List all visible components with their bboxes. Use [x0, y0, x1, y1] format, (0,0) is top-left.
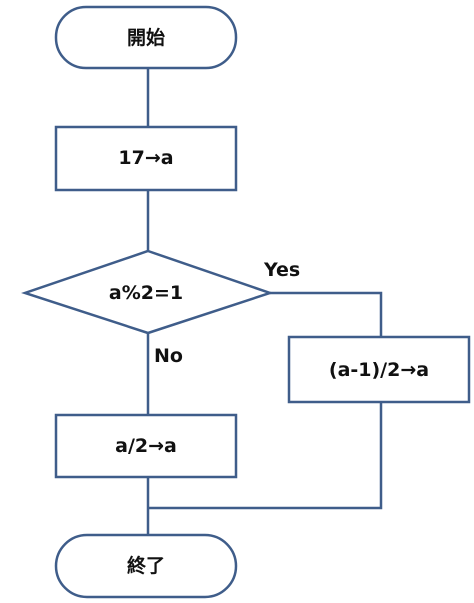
end-terminator-shape — [54, 533, 238, 599]
decision-node: a%2=1 — [21, 249, 274, 335]
assign-label: 17→a — [118, 147, 173, 169]
connectors — [146, 68, 383, 535]
edge-decision-yes-to-odd-step — [270, 291, 383, 337]
odd-step-node: (a-1)/2→a — [287, 335, 471, 404]
even-step-node: a/2→a — [54, 413, 238, 479]
start-label: 開始 — [127, 26, 165, 49]
yes-branch-label: Yes — [263, 259, 300, 281]
edge-odd-step-merge — [148, 402, 383, 510]
decision-label: a%2=1 — [109, 282, 183, 304]
odd-step-label: (a-1)/2→a — [329, 359, 429, 381]
end-label: 終了 — [127, 554, 165, 577]
assign-process-shape — [54, 125, 238, 192]
even-step-process-shape — [54, 413, 238, 479]
start-node: 開始 — [54, 5, 238, 70]
end-node: 終了 — [54, 533, 238, 599]
decision-diamond-shape — [21, 249, 274, 335]
assign-node: 17→a — [54, 125, 238, 192]
even-step-label: a/2→a — [115, 435, 177, 457]
odd-step-process-shape — [287, 335, 471, 404]
start-terminator-shape — [54, 5, 238, 70]
no-branch-label: No — [154, 345, 183, 367]
